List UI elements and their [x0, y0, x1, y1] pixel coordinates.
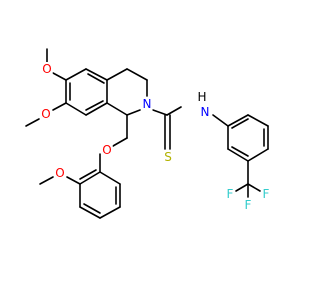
bond — [25, 118, 40, 127]
bond — [152, 109, 168, 116]
atom-label-group: H — [196, 90, 208, 104]
bonds-layer — [25, 48, 269, 219]
bond — [166, 106, 182, 116]
molecule-structure: O O N H N S O O F F F — [25, 48, 271, 219]
atom-label-group: F — [243, 198, 253, 212]
nitrogen-atom-label: N — [201, 105, 210, 119]
bond — [52, 102, 67, 111]
atom-label-background — [40, 107, 52, 121]
atom-label-group: N — [199, 105, 211, 119]
bond — [39, 176, 54, 185]
bond — [85, 68, 108, 81]
bond — [106, 68, 128, 81]
atom-label-background — [101, 143, 113, 157]
hydrogen-atom-label: H — [197, 90, 206, 104]
atom-label-group: O — [41, 62, 53, 76]
bond — [106, 102, 128, 116]
bond — [79, 206, 101, 219]
nitrogen-atom-label: N — [143, 97, 152, 111]
atom-label-group: F — [261, 187, 271, 201]
bond — [126, 68, 148, 81]
bond — [65, 68, 87, 81]
bond — [112, 137, 128, 147]
oxygen-atom-label: O — [102, 143, 111, 157]
atom-label-group: S — [163, 150, 173, 164]
atom-label-group: O — [54, 166, 66, 180]
bond — [227, 114, 249, 127]
atom-label-background — [199, 105, 211, 119]
sulfur-atom-label: S — [164, 150, 172, 164]
atom-label-group: F — [225, 187, 235, 201]
bond — [247, 148, 269, 162]
bond — [212, 114, 229, 127]
bond — [235, 183, 249, 192]
atom-label-background — [163, 150, 173, 164]
bond — [87, 73, 105, 84]
bond — [99, 171, 121, 185]
bond — [85, 102, 108, 116]
atom-label-background — [41, 62, 53, 76]
bond — [65, 102, 87, 116]
atom-label-group: O — [40, 107, 52, 121]
fluorine-atom-label: F — [263, 187, 270, 201]
atom-label-background — [261, 187, 271, 201]
bond — [231, 146, 249, 157]
bond — [85, 100, 104, 111]
atom-label-background — [225, 187, 235, 201]
atom-label-background — [54, 166, 66, 180]
fluorine-atom-label: F — [227, 187, 234, 201]
bond — [79, 169, 97, 180]
atom-label-background — [196, 90, 208, 104]
atom-label-background — [141, 97, 153, 111]
bond — [99, 206, 121, 219]
bond — [231, 118, 249, 129]
oxygen-atom-label: O — [42, 62, 51, 76]
bond — [247, 114, 269, 127]
atoms-layer: O O N H N S O O F F F — [40, 62, 271, 212]
atom-label-background — [243, 198, 253, 212]
bond — [247, 183, 261, 192]
bond — [79, 171, 101, 185]
bond — [83, 203, 101, 214]
atom-label-group: N — [141, 97, 153, 111]
oxygen-atom-label: O — [41, 107, 50, 121]
bond — [66, 176, 81, 185]
atom-label-group: O — [101, 143, 113, 157]
oxygen-atom-label: O — [55, 166, 64, 180]
bond — [126, 109, 141, 116]
bond — [52, 72, 67, 81]
bond — [227, 148, 249, 162]
fluorine-atom-label: F — [245, 198, 252, 212]
